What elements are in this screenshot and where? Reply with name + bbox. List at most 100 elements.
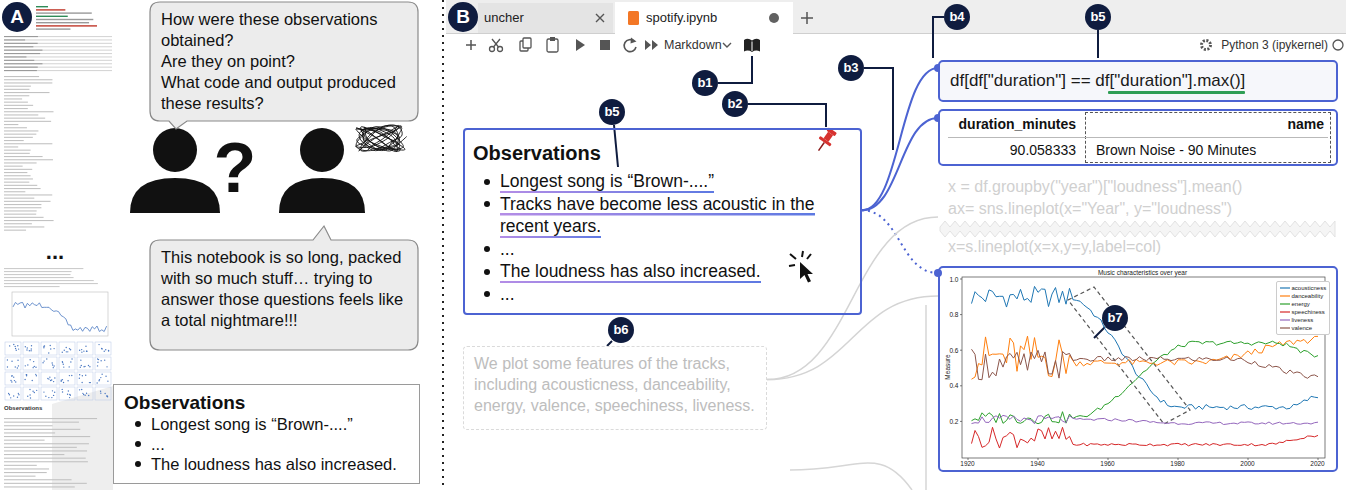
thumbnail-line — [4, 92, 49, 93]
thumbnail-plot-dot — [27, 396, 28, 397]
copy-icon — [523, 38, 531, 48]
leader-line — [864, 68, 893, 150]
thumbnail-plot-dot — [34, 392, 35, 393]
thumbnail-line — [4, 166, 23, 167]
thumbnail-plot-dot — [63, 364, 64, 365]
markdown-cell: ObservationsLongest song is “Brown-....”… — [463, 128, 862, 315]
thumbnail-line — [4, 476, 36, 477]
leader-line — [614, 125, 618, 167]
paste-icon-clip — [550, 37, 555, 41]
thumbnail-plot-dot — [43, 346, 44, 347]
thumbnail-plot-dot — [81, 351, 82, 352]
table-cell: duration_minutes — [948, 115, 1088, 138]
thumbnail-plot-dot — [98, 359, 99, 360]
thumbnail-plot-dot — [69, 394, 70, 395]
thumbnail-plot-dot — [49, 376, 50, 377]
thumbnail-plot-dot — [15, 366, 16, 367]
bullet-item: Longest song is “Brown-....” — [473, 170, 850, 193]
thumbnail-plot-dot — [69, 375, 70, 376]
thumbnail-plot-cell — [5, 372, 21, 385]
faded-connector — [925, 305, 927, 490]
thumbnail-table-row — [4, 43, 38, 44]
thumbnail-plot-cell — [77, 342, 93, 355]
leader-line — [718, 56, 752, 83]
thumbnail-plot-dot — [96, 382, 97, 383]
thumbnail-plot-dot — [97, 358, 98, 359]
thumbnail-plot-dot — [62, 391, 63, 392]
code-cell-faded: x = df.groupby("year")["loudness"].mean(… — [938, 170, 1338, 264]
thumbnail-line — [4, 440, 45, 441]
thumbnail-plot-cell — [5, 357, 21, 370]
bullet-item: The loudness has also increased. — [473, 260, 850, 283]
legend-line-sample — [1280, 317, 1290, 323]
bullet-text: Tracks have become less acoustic in the … — [500, 194, 815, 239]
thumbnail-plot-dot — [18, 365, 19, 366]
series-line — [972, 341, 1319, 424]
torn-edge — [940, 221, 1335, 237]
legend-line-sample — [1280, 301, 1290, 307]
chart-axes — [962, 277, 1325, 458]
book-icon-spine — [752, 42, 753, 52]
thumbnail-plot-dot — [11, 381, 12, 382]
thumbnail-plot-dot — [25, 365, 26, 366]
legend-entry: speechiness — [1280, 308, 1327, 316]
new-tab-icon — [801, 12, 813, 24]
thumbnail-plot-dot — [17, 367, 18, 368]
chart-text: 0.8 — [949, 311, 958, 318]
thumbnail-line — [4, 486, 75, 487]
thumbnail-line — [4, 175, 31, 176]
thumbnail-table-row — [4, 56, 112, 57]
thumbnail-plot-dot — [88, 365, 89, 366]
thumbnail-line — [4, 436, 90, 437]
thumbnail-line — [4, 447, 77, 448]
thumbnail-plot-dot — [35, 374, 36, 375]
chart-text: 1960 — [1100, 459, 1114, 466]
thumbnail-line — [4, 217, 44, 218]
thumbnail-line — [4, 111, 53, 112]
cell-text: ax= sns.lineplot(x="Year", y="loudness") — [948, 198, 1328, 220]
thumbnail-plot-dot — [30, 397, 31, 398]
thumbnail-line — [4, 143, 52, 144]
thumbnail-plot-dot — [34, 366, 35, 367]
legend-text: danceability — [1292, 292, 1324, 300]
thumbnail-plot-dot — [82, 393, 83, 394]
chart-text: 0.2 — [949, 417, 958, 424]
thumbnail-line — [4, 454, 64, 455]
legend-line — [1280, 303, 1290, 304]
thumbnail-chart-frame — [12, 292, 108, 336]
thumbnail-line — [4, 140, 24, 141]
thumbnail-plot-dot — [53, 381, 54, 382]
legend-entry: liveness — [1280, 316, 1327, 324]
axis-tick — [960, 279, 962, 280]
thumbnail-line — [4, 458, 86, 459]
legend-line-sample — [1280, 309, 1290, 315]
thumbnail-line — [4, 108, 28, 109]
code-cell: df[df["duration"] == df["duration"].max(… — [938, 60, 1338, 102]
thumbnail-plot-dot — [107, 396, 108, 397]
thumbnail-plot-cell — [77, 387, 93, 400]
thumbnail-line — [4, 220, 54, 221]
thumbnail-table-row — [4, 43, 112, 44]
thumbnail-plot-dot — [44, 345, 45, 346]
thumbnail-line — [4, 277, 74, 278]
thumbnail-plot-dot — [25, 346, 26, 347]
thumbnail-line — [4, 153, 30, 154]
run-icon — [576, 39, 585, 51]
bullet-text: The loudness has also increased. — [151, 455, 397, 473]
thumbnail-plot-dot — [70, 349, 71, 350]
connector — [862, 68, 938, 210]
thumbnail-plot-dot — [107, 396, 108, 397]
thumbnail-line — [4, 207, 41, 208]
kernel-name: Python 3 (ipykernel) — [1221, 38, 1328, 53]
thumbnail-plot-dot — [62, 352, 63, 353]
thumbnail-plot-cell — [23, 357, 39, 370]
cell-text: How were these observations obtained? — [161, 9, 407, 51]
thumbnail-plot-cell — [59, 387, 75, 400]
thumbnail-line — [4, 472, 47, 473]
thumbnail-plot-dot — [15, 381, 16, 382]
thumbnail-chart-line — [13, 302, 107, 331]
person-head — [153, 128, 197, 172]
leader-line — [1097, 30, 1099, 58]
